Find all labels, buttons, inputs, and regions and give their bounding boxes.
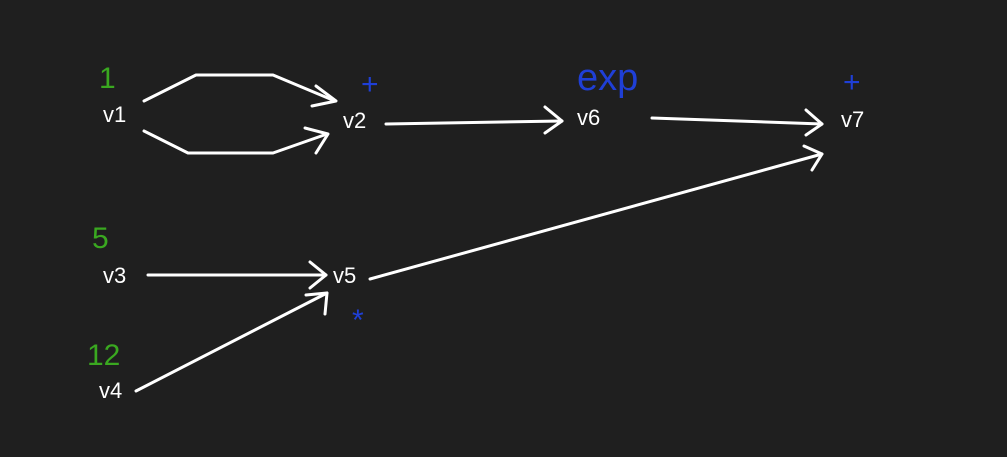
arrowhead-v6-v7 <box>804 108 824 137</box>
v6-operator: exp <box>577 57 639 99</box>
node-v2: v2 <box>343 108 367 133</box>
v7-operator: + <box>843 66 861 99</box>
node-v5: v5 <box>333 263 357 288</box>
edge-v5-v7 <box>368 152 824 281</box>
node-v1: v1 <box>103 102 127 127</box>
node-v3: v3 <box>103 263 127 288</box>
edge-v4-v5 <box>134 291 329 393</box>
arrowhead-v3-v5 <box>308 260 328 290</box>
edge-v1-v2-upper <box>142 73 337 103</box>
node-v6: v6 <box>577 105 601 130</box>
v3-value: 5 <box>92 222 109 255</box>
arrowhead-v1-v2-upper <box>310 84 338 108</box>
v5-operator: * <box>352 304 364 337</box>
edge-v6-v7 <box>650 116 824 126</box>
edge-v2-v6 <box>384 119 564 126</box>
v4-value: 12 <box>87 339 121 372</box>
arrowhead-v5-v7 <box>802 144 824 172</box>
v2-operator: + <box>361 68 379 101</box>
arrowhead-v1-v2-lower <box>303 126 330 155</box>
node-v4: v4 <box>99 378 123 403</box>
edge-v1-v2-lower <box>142 129 329 155</box>
arrowhead-v4-v5 <box>304 291 329 316</box>
v1-value: 1 <box>99 62 116 95</box>
node-v7: v7 <box>841 107 865 132</box>
arrowhead-v2-v6 <box>543 105 564 135</box>
